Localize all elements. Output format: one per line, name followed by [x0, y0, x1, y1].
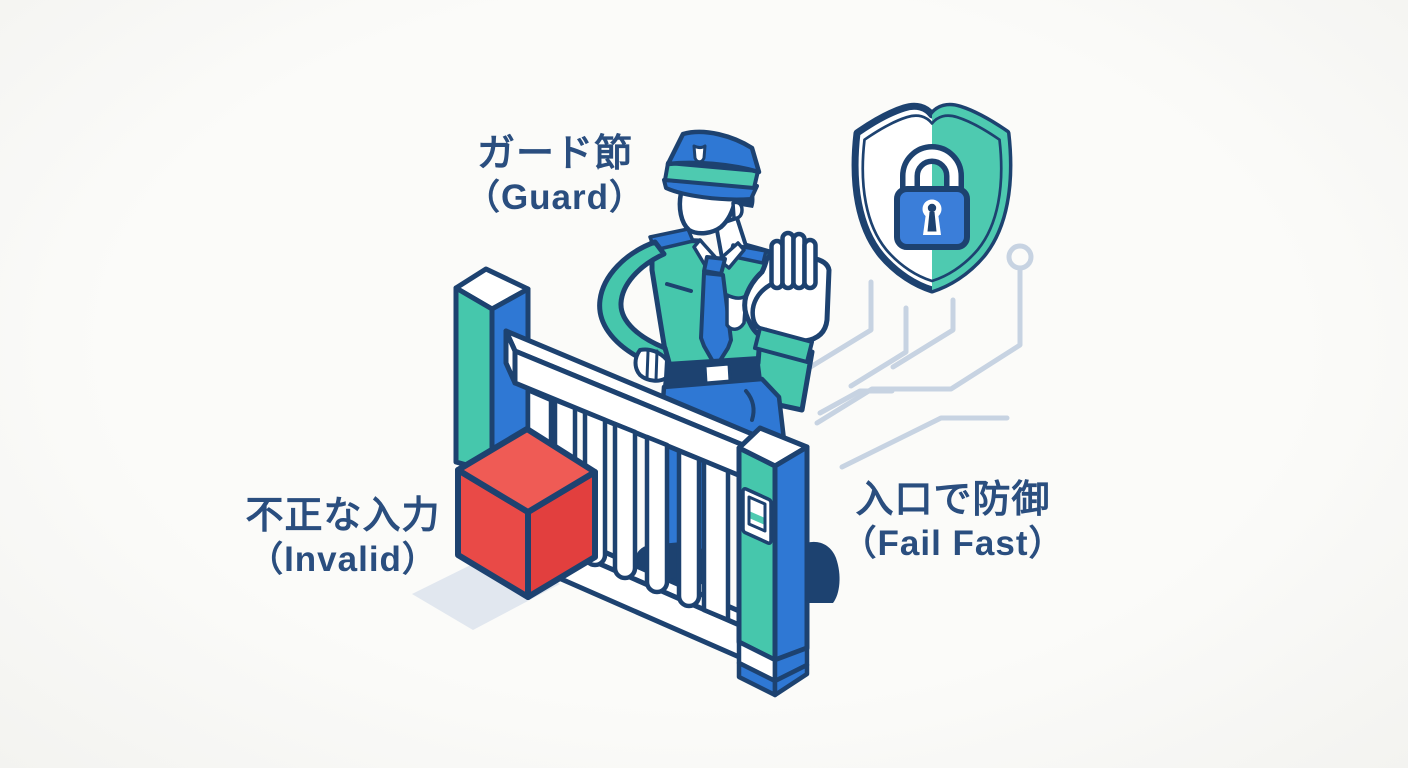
guard-head	[662, 129, 762, 236]
fail-fast-label-en: （Fail Fast）	[841, 523, 1065, 563]
circuit-trace-decoration	[796, 243, 1034, 470]
police-cap-icon	[662, 129, 762, 202]
gate-right-pillar	[736, 425, 810, 698]
shield-lock-icon	[851, 102, 1013, 294]
card-reader-icon	[741, 487, 773, 545]
guard-label: ガード節 （Guard）	[430, 132, 680, 218]
invalid-input-cube	[455, 426, 598, 600]
guard-label-en: （Guard）	[464, 177, 646, 217]
guard-chest-badge	[725, 293, 748, 331]
guard-label-jp: ガード節	[476, 133, 633, 175]
invalid-input-label: 不正な入力 （Invalid）	[228, 494, 458, 580]
guard-belt	[663, 356, 762, 386]
circuit-node-icon	[1006, 243, 1034, 271]
gate-illustration	[453, 266, 810, 698]
guard-stop-hand	[742, 230, 832, 364]
guard-pocket-line	[665, 282, 693, 293]
guard-left-arm	[597, 239, 673, 383]
padlock-icon	[894, 144, 970, 250]
cap-badge-icon	[692, 144, 707, 164]
guard-tie	[699, 255, 733, 369]
fail-fast-label: 入口で防御 （Fail Fast）	[838, 478, 1068, 564]
guard-ear	[731, 200, 744, 220]
invalid-label-en: （Invalid）	[248, 539, 438, 579]
fail-fast-label-jp: 入口で防御	[855, 479, 1051, 521]
invalid-label-jp: 不正な入力	[245, 495, 441, 537]
guard-cuff	[753, 326, 814, 364]
